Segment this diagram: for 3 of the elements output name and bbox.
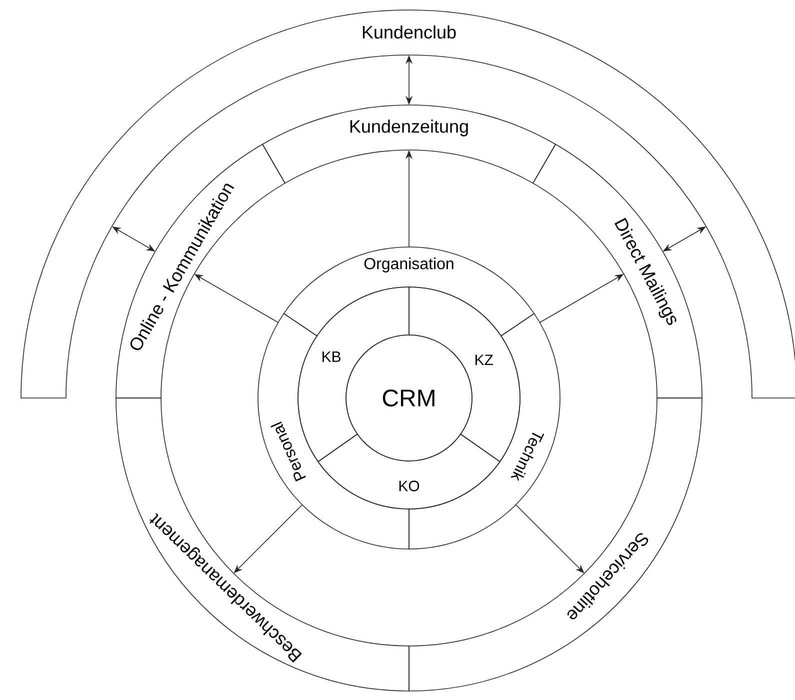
ring-segment: Organisation (283, 246, 535, 336)
ring-segment: Kundenzeitung (262, 104, 556, 184)
ring-segment: KO (318, 434, 500, 510)
